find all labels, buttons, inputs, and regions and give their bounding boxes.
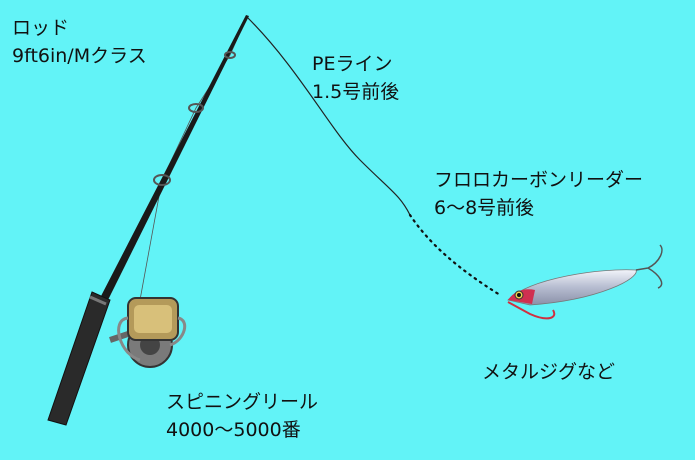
pe-line-spec: 1.5号前後 xyxy=(312,81,400,103)
rod-blank xyxy=(100,15,249,300)
metal-jig xyxy=(507,244,663,320)
reel-label: スピニングリール 4000〜5000番 xyxy=(166,388,318,444)
pe-line xyxy=(246,16,411,216)
line-on-rod xyxy=(139,16,248,301)
rod-name: ロッド xyxy=(12,17,70,39)
leader-line xyxy=(408,213,502,297)
rod-label: ロッド 9ft6in/Mクラス xyxy=(12,14,147,70)
leader-label: フロロカーボンリーダー 6〜8号前後 xyxy=(434,166,643,222)
lure-name: メタルジグなど xyxy=(482,361,616,383)
spinning-reel xyxy=(109,297,187,368)
leader-name: フロロカーボンリーダー xyxy=(434,169,644,191)
reel-name: スピニングリール xyxy=(166,391,319,413)
reel-spec: 4000〜5000番 xyxy=(166,419,301,441)
pe-line-label: PEライン 1.5号前後 xyxy=(312,50,399,106)
rod-guides xyxy=(153,51,236,186)
leader-spec: 6〜8号前後 xyxy=(434,197,535,219)
rod-spec: 9ft6in/Mクラス xyxy=(12,45,147,67)
rod-handle xyxy=(47,291,111,426)
lure-label: メタルジグなど xyxy=(482,358,615,386)
pe-line-name: PEライン xyxy=(312,53,393,75)
